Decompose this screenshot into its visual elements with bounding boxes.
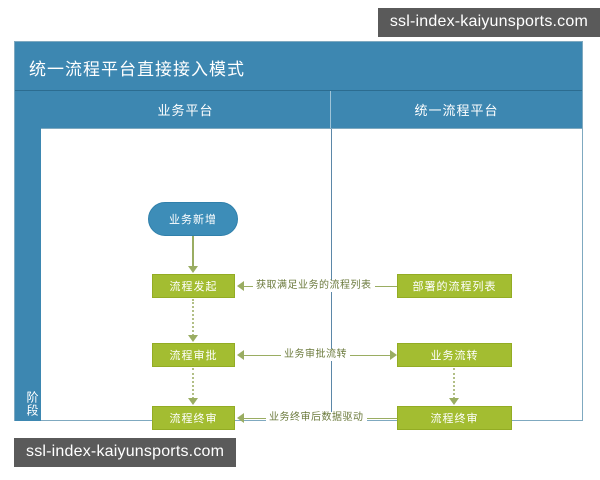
node-process-final-review-left[interactable]: 流程终审	[152, 406, 235, 430]
swimlane-column-headers: 业务平台 统一流程平台	[41, 91, 582, 129]
swimlane-canvas: 业务新增 流程发起 流程审批 流程终审 部署的流程列表 业务流转 流程终审 获取…	[41, 129, 582, 430]
watermark-bottom: ssl-index-kaiyunsports.com	[14, 438, 237, 467]
connector-initiate-to-approval	[192, 299, 194, 336]
swimlane-header-unified-process-platform: 统一流程平台	[414, 103, 499, 118]
node-process-initiate[interactable]: 流程发起	[152, 274, 235, 298]
arrow-down-icon-initiate-to-approval	[188, 335, 198, 342]
swimlane-header-business-platform: 业务平台	[41, 91, 331, 128]
watermark-top: ssl-index-kaiyunsports.com	[377, 8, 600, 37]
node-business-new[interactable]: 业务新增	[148, 202, 238, 236]
arrow-left-icon-row3	[237, 413, 244, 423]
arrow-down-icon-approval-to-final-review	[188, 398, 198, 405]
node-process-approval[interactable]: 流程审批	[152, 343, 235, 367]
connector-start-to-initiate	[192, 236, 194, 267]
diagram-title-bar: 统一流程平台直接接入模式	[15, 42, 582, 91]
connector-business-flow-to-final-review	[453, 368, 455, 399]
node-process-final-review-right[interactable]: 流程终审	[397, 406, 512, 430]
arrow-left-icon-row1	[237, 281, 244, 291]
arrow-down-icon-business-flow-to-final-review	[449, 398, 459, 405]
diagram-panel: 统一流程平台直接接入模式 阶段 业务平台 统一流程平台 业务新增 流程发起 流程…	[14, 41, 583, 430]
page-title: 统一流程平台直接接入模式	[29, 60, 245, 79]
phase-band-label: 阶段	[25, 391, 39, 417]
node-deployed-process-list[interactable]: 部署的流程列表	[397, 274, 512, 298]
arrow-left-icon-row2	[237, 350, 244, 360]
phase-band: 阶段	[15, 91, 41, 421]
swimlane-divider	[331, 129, 332, 420]
arrow-down-icon-start-to-initiate	[188, 266, 198, 273]
edge-label-row1: 获取满足业务的流程列表	[253, 280, 375, 292]
arrow-right-icon-row2	[390, 350, 397, 360]
connector-approval-to-final-review	[192, 368, 194, 399]
edge-label-row3: 业务终审后数据驱动	[266, 412, 367, 424]
edge-label-row2: 业务审批流转	[281, 349, 350, 361]
node-business-flow[interactable]: 业务流转	[397, 343, 512, 367]
